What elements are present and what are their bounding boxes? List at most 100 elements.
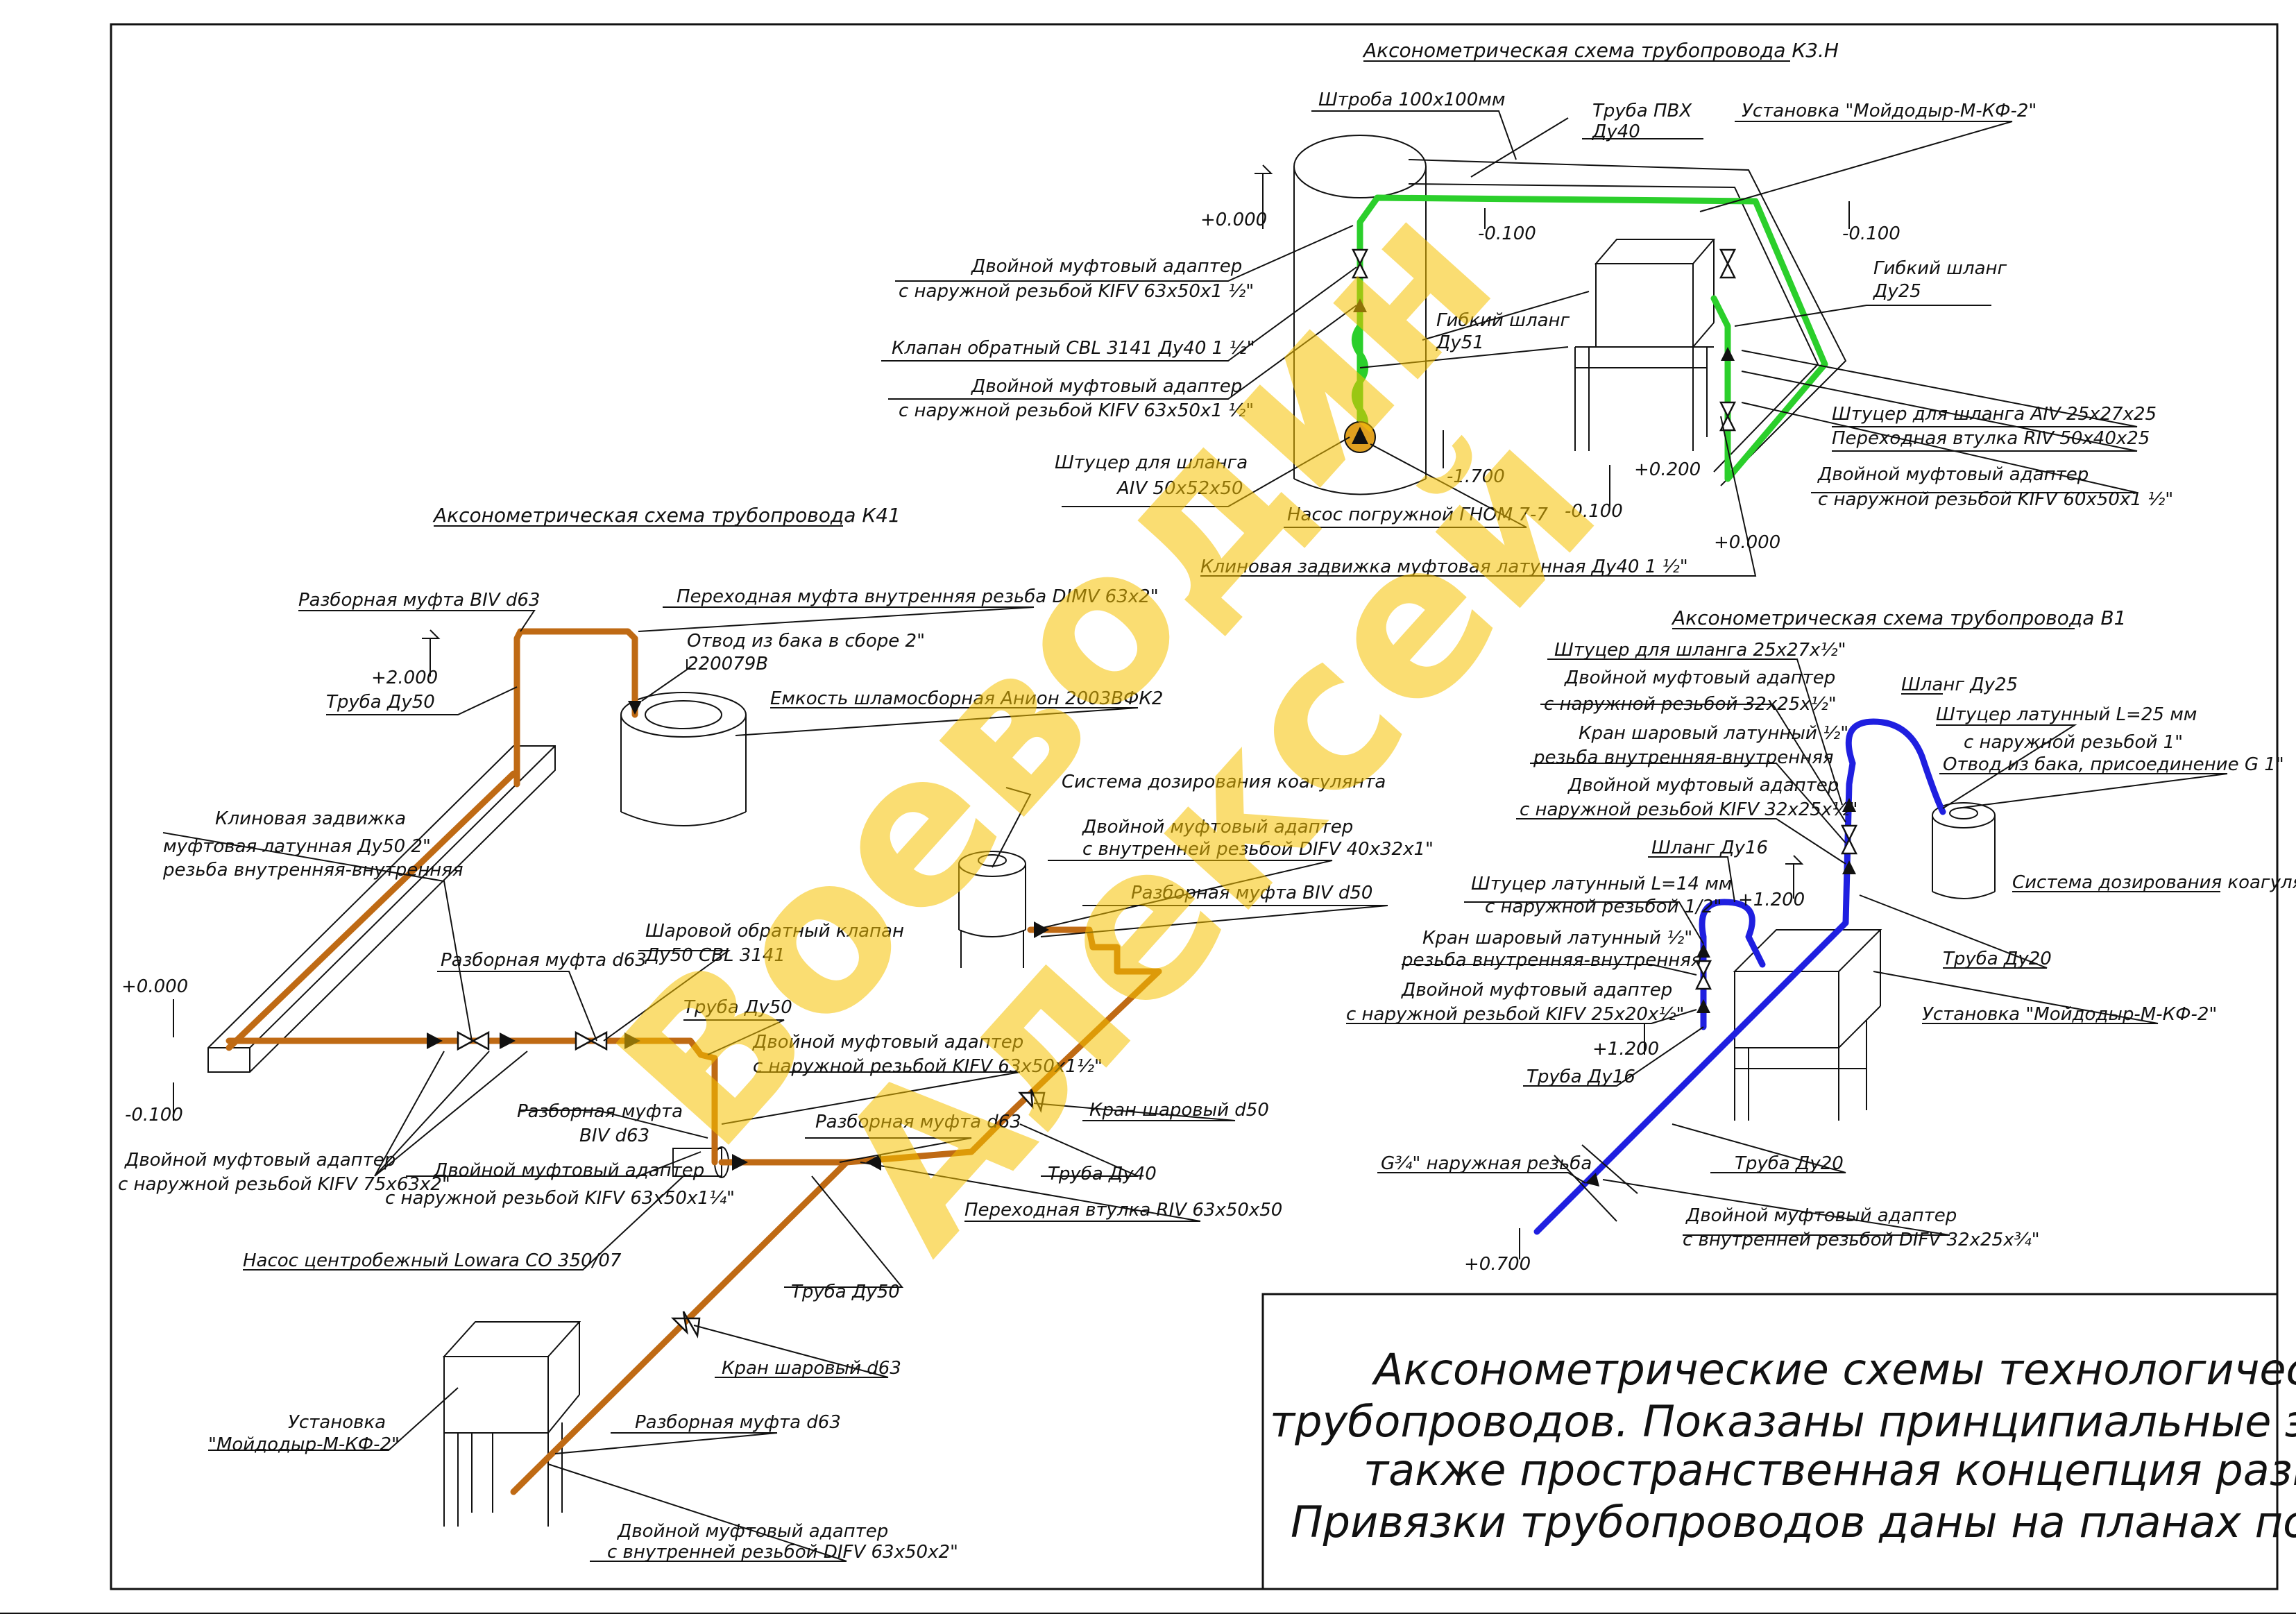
svg-text:-1.700: -1.700 <box>1447 466 1505 487</box>
unit-k41 <box>442 1321 581 1527</box>
svg-text:Насос центробежный Lowara CO 3: Насос центробежный Lowara CO 350/07 <box>243 1250 622 1271</box>
svg-text:с наружной резьбой KIFV 63х50х: с наружной резьбой KIFV 63х50х1 ½" <box>899 400 1254 421</box>
svg-text:Труба Ду20: Труба Ду20 <box>1735 1153 1844 1174</box>
svg-text:Переходная втулка RIV 50х40х25: Переходная втулка RIV 50х40х25 <box>1832 428 2150 449</box>
title-k3n: Аксонометрическая схема трубопровода К3.… <box>1362 39 1839 62</box>
svg-text:Кран шаровый d50: Кран шаровый d50 <box>1089 1100 1269 1121</box>
svg-text:с наружной резьбой KIFV 25х20х: с наружной резьбой KIFV 25х20х½" <box>1346 1004 1684 1025</box>
svg-text:AIV 50х52х50: AIV 50х52х50 <box>1116 478 1243 499</box>
coagulant-tank-b1 <box>1932 802 1996 899</box>
svg-text:Разборная муфта d63: Разборная муфта d63 <box>635 1412 841 1433</box>
title-b1: Аксонометрическая схема трубопровода В1 <box>1671 606 2126 629</box>
scheme-k3n: Аксонометрическая схема трубопровода К3.… <box>881 39 2173 577</box>
svg-text:Двойной муфтовый адаптер: Двойной муфтовый адаптер <box>1401 980 1672 1001</box>
svg-text:Двойной муфтовый адаптер: Двойной муфтовый адаптер <box>752 1032 1023 1053</box>
svg-text:с наружной резьбой KIFV 60х50х: с наружной резьбой KIFV 60х50х1 ½" <box>1818 489 2173 510</box>
svg-text:Двойной муфтовый адаптер: Двойной муфтовый адаптер <box>124 1150 396 1171</box>
svg-text:Ду50 CBL 3141: Ду50 CBL 3141 <box>645 945 785 966</box>
svg-text:Труба Ду20: Труба Ду20 <box>1943 949 2052 969</box>
svg-text:Двойной муфтовый адаптер: Двойной муфтовый адаптер <box>433 1160 704 1181</box>
svg-text:-0.100: -0.100 <box>1478 223 1536 244</box>
svg-text:муфтовая латунная Ду50 2": муфтовая латунная Ду50 2" <box>163 836 431 857</box>
svg-text:Труба Ду50: Труба Ду50 <box>683 997 792 1018</box>
svg-text:трубопроводов. Показаны принци: трубопроводов. Показаны принципиальные э… <box>1270 1396 2296 1447</box>
sludge-tank <box>620 692 747 826</box>
svg-text:Насос погружной ГНОМ 7-7: Насос погружной ГНОМ 7-7 <box>1287 504 1548 525</box>
svg-text:Шланг Ду25: Шланг Ду25 <box>1901 674 2018 695</box>
unit-b1 <box>1733 929 1882 1121</box>
svg-text:Двойной муфтовый адаптер: Двойной муфтовый адаптер <box>617 1521 888 1542</box>
svg-text:Двойной муфтовый адаптер: Двойной муфтовый адаптер <box>1817 464 2089 485</box>
inclined-tray <box>207 745 556 1073</box>
svg-text:также пространственная концепц: также пространственная концепция размеще… <box>1363 1445 2296 1495</box>
svg-text:Установка "Мойдодыр-М-КФ-2": Установка "Мойдодыр-М-КФ-2" <box>1922 1004 2217 1025</box>
svg-text:Ду51: Ду51 <box>1436 332 1484 353</box>
svg-text:Емкость шламосборная Анион 200: Емкость шламосборная Анион 2003ВФК2 <box>770 688 1163 709</box>
svg-text:Привязки трубопроводов даны на: Привязки трубопроводов даны на планах по… <box>1291 1497 2296 1547</box>
svg-text:Штуцер для шланга: Штуцер для шланга <box>1055 452 1248 473</box>
svg-text:с внутренней резьбой DIFV 32х2: с внутренней резьбой DIFV 32х25х¾" <box>1683 1230 2040 1250</box>
svg-text:Клиновая задвижка муфтовая лат: Клиновая задвижка муфтовая латунная Ду40… <box>1200 556 1688 577</box>
svg-text:+0.000: +0.000 <box>121 976 188 997</box>
svg-text:G¾" наружная резьба: G¾" наружная резьба <box>1381 1153 1592 1174</box>
svg-text:Разборная муфта d63: Разборная муфта d63 <box>815 1112 1021 1132</box>
title-k41: Аксонометрическая схема трубопровода К41 <box>432 504 901 527</box>
svg-text:-0.100: -0.100 <box>125 1105 183 1125</box>
svg-text:Кран шаровый латунный ½": Кран шаровый латунный ½" <box>1579 723 1848 744</box>
pipe-k41 <box>513 628 638 788</box>
svg-text:-0.100: -0.100 <box>1842 223 1900 244</box>
svg-text:с наружной резьбой KIFV 63х50х: с наружной резьбой KIFV 63х50х1¼" <box>385 1188 735 1209</box>
svg-text:+1.200: +1.200 <box>1592 1039 1659 1060</box>
svg-text:с наружной резьбой KIFV 32х25х: с наружной резьбой KIFV 32х25х½" <box>1520 799 1857 820</box>
svg-text:Клиновая задвижка: Клиновая задвижка <box>215 808 406 829</box>
svg-text:Штуцер латунный L=25 мм: Штуцер латунный L=25 мм <box>1936 704 2197 725</box>
gate-valve-k41 <box>457 1030 490 1051</box>
svg-text:Система дозирования коагулянта: Система дозирования коагулянта <box>1062 772 1386 792</box>
level-marks-k41: +2.000 +0.000 -0.100 <box>121 629 441 1125</box>
sheet-frame <box>110 23 2279 1590</box>
svg-text:Штуцер для шланга AIV 25х27х25: Штуцер для шланга AIV 25х27х25 <box>1832 404 2157 425</box>
note-box: Аксонометрические схемы технологических … <box>1261 1293 2296 1590</box>
svg-text:с внутренней резьбой DIFV 63х5: с внутренней резьбой DIFV 63х50х2" <box>607 1542 958 1563</box>
svg-text:Двойной муфтовый адаптер: Двойной муфтовый адаптер <box>1082 817 1353 838</box>
svg-text:Труба Ду50: Труба Ду50 <box>326 692 435 713</box>
svg-text:"Мойдодыр-М-КФ-2": "Мойдодыр-М-КФ-2" <box>208 1434 400 1455</box>
svg-text:Труба Ду50: Труба Ду50 <box>791 1282 900 1302</box>
svg-text:Труба Ду16: Труба Ду16 <box>1527 1067 1635 1087</box>
svg-text:Разборная муфта BIV d50: Разборная муфта BIV d50 <box>1131 883 1372 903</box>
svg-text:Штроба 100х100мм: Штроба 100х100мм <box>1318 90 1505 110</box>
svg-text:Двойной муфтовый адаптер: Двойной муфтовый адаптер <box>971 376 1242 397</box>
svg-text:Отвод из бака в сборе 2": Отвод из бака в сборе 2" <box>687 631 925 652</box>
svg-text:Штуцер латунный L=14 мм: Штуцер латунный L=14 мм <box>1471 874 1732 894</box>
svg-text:Аксонометрические схемы технол: Аксонометрические схемы технологических <box>1371 1344 2296 1395</box>
svg-text:-0.100: -0.100 <box>1565 501 1623 522</box>
svg-text:резьба внутренняя-внутренняя: резьба внутренняя-внутренняя <box>162 860 464 881</box>
unit-k3n <box>1574 239 1716 451</box>
scheme-k41: Аксонометрическая схема трубопровода К41 <box>118 504 1434 1563</box>
svg-text:Клапан обратный CBL 3141 Ду40: Клапан обратный CBL 3141 Ду40 1 ½" <box>892 338 1255 359</box>
level-marks-b1: +1.200 +1.200 +0.700 <box>1464 855 1805 1275</box>
svg-text:+0.700: +0.700 <box>1464 1254 1531 1275</box>
svg-text:Шаровой обратный клапан: Шаровой обратный клапан <box>645 921 904 942</box>
svg-text:Шланг Ду16: Шланг Ду16 <box>1651 838 1768 858</box>
svg-text:Труба ПВХ: Труба ПВХ <box>1592 101 1692 121</box>
scheme-b1: Аксонометрическая схема трубопровода В1 <box>1346 606 2296 1275</box>
svg-text:Гибкий шланг: Гибкий шланг <box>1436 310 1570 331</box>
svg-text:Двойной муфтовый адаптер: Двойной муфтовый адаптер <box>1685 1205 1957 1226</box>
check-valve-k3n <box>1351 248 1369 279</box>
svg-text:Кран шаровый d63: Кран шаровый d63 <box>722 1358 901 1379</box>
svg-text:с наружной резьбой KIFV 75х63х: с наружной резьбой KIFV 75х63х2" <box>118 1174 450 1195</box>
svg-text:резьба внутренняя-внутренняя: резьба внутренняя-внутренняя <box>1401 950 1702 971</box>
svg-text:Установка: Установка <box>288 1412 386 1433</box>
svg-text:+0.200: +0.200 <box>1634 459 1701 480</box>
svg-text:+1.200: +1.200 <box>1738 890 1805 910</box>
svg-text:Двойной муфтовый адаптер: Двойной муфтовый адаптер <box>1564 668 1835 688</box>
svg-text:+2.000: +2.000 <box>371 668 438 688</box>
svg-text:с наружной резьбой 1/2": с наружной резьбой 1/2" <box>1485 897 1721 917</box>
svg-text:Ду25: Ду25 <box>1873 281 1921 302</box>
svg-text:Кран шаровый латунный ½": Кран шаровый латунный ½" <box>1422 928 1692 949</box>
svg-text:Отвод из бака, присоединение G: Отвод из бака, присоединение G 1" <box>1943 754 2284 775</box>
coagulant-tank-k41 <box>958 851 1026 968</box>
svg-text:Труба Ду40: Труба Ду40 <box>1048 1164 1157 1184</box>
